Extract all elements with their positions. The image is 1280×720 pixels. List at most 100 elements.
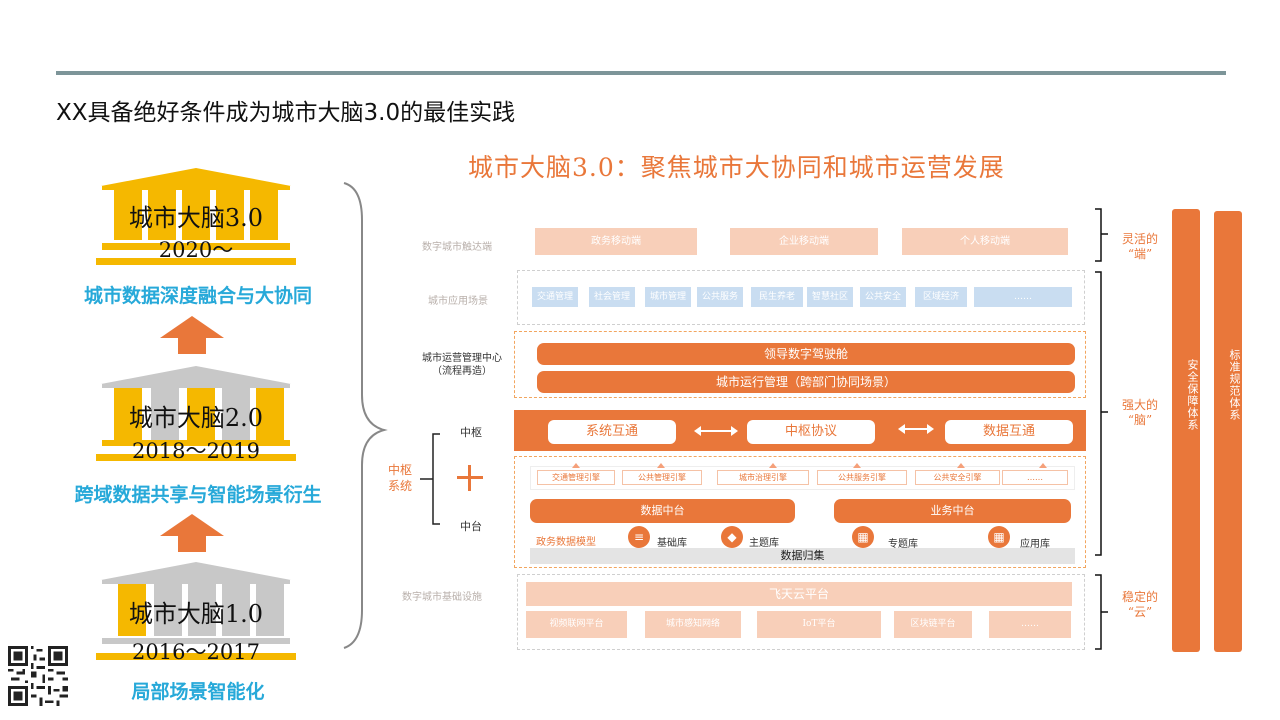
data-collect-bar: 数据归集 <box>530 548 1075 564</box>
building-years: 2020～ <box>158 238 234 262</box>
plus-icon <box>457 465 483 491</box>
scenes-frame <box>517 270 1085 325</box>
stable-cloud-label-line1: 稳定的 <box>1121 590 1158 604</box>
curly-brace-icon <box>343 182 388 649</box>
data-middle-platform: 数据中台 <box>530 499 795 523</box>
building-3-0: 城市大脑3.0 2020～ <box>96 168 296 268</box>
engine-row <box>530 466 1075 490</box>
entablature <box>102 384 290 388</box>
hub-box: 数据互通 <box>945 420 1073 444</box>
stage-label: 局部场景智能化 <box>131 681 265 703</box>
building-name: 城市大脑1.0 <box>128 600 264 628</box>
scene-box: 公共服务 <box>697 287 743 307</box>
column-icon <box>222 584 250 636</box>
column-icon <box>256 584 284 636</box>
arrow-up-icon <box>769 463 777 468</box>
strong-brain-label-line1: 强大的 <box>1121 398 1158 412</box>
arrow-up-icon <box>160 514 224 552</box>
infra-box: …… <box>989 611 1071 638</box>
hub-bottom-label: 中台 <box>460 520 482 533</box>
arrow-up-icon <box>572 463 580 468</box>
column-icon <box>118 584 146 636</box>
data-model-label: 政务数据模型 <box>536 537 596 548</box>
arrow-up-icon <box>657 463 665 468</box>
stable-cloud-label: 稳定的 “云” <box>1116 590 1164 620</box>
hub-group-label-line1: 中枢 <box>387 463 412 477</box>
column-icon <box>114 190 142 240</box>
column-icon <box>154 584 182 636</box>
column-icon <box>182 190 210 240</box>
library-label: 主题库 <box>749 538 779 549</box>
infra-frame <box>517 574 1085 650</box>
scene-box: 公共安全 <box>860 287 906 307</box>
terminal-box: 企业移动端 <box>730 228 878 255</box>
standards-pillar-label: 标准规范体系 <box>1228 349 1241 421</box>
layer-label-terminal: 数字城市触达端 <box>422 242 492 253</box>
building-name: 城市大脑2.0 <box>128 404 264 432</box>
building-years: 2016～2017 <box>132 640 260 664</box>
column-icon <box>256 388 284 440</box>
base-step <box>96 258 296 265</box>
stage-label: 跨域数据共享与智能场景衍生 <box>74 484 322 506</box>
base-step <box>96 653 296 660</box>
arrow-up-icon <box>160 316 224 354</box>
roof-icon <box>101 366 291 384</box>
scene-box: 社会管理 <box>589 287 635 307</box>
standards-pillar: 标准规范体系 <box>1214 211 1242 652</box>
infra-box: IoT平台 <box>757 611 881 638</box>
ops-center-label: 城市运营管理中心 （流程再造） <box>412 352 512 378</box>
scene-box: …… <box>974 287 1072 307</box>
hub-top-label: 中枢 <box>460 426 482 439</box>
ops-center-frame <box>514 331 1086 398</box>
library-label: 基础库 <box>657 538 687 549</box>
engine-box: 交通管理引擎 <box>537 470 615 485</box>
database-icon: ▦ <box>852 526 874 548</box>
hub-group-label: 中枢 系统 <box>384 462 416 494</box>
roof-icon <box>101 562 291 580</box>
stage-label: 城市数据深度融合与大协同 <box>83 285 312 307</box>
cockpit-bar: 领导数字驾驶舱 <box>537 343 1075 365</box>
arrow-up-icon <box>853 463 861 468</box>
ops-center-label-line1: 城市运营管理中心 <box>422 353 502 364</box>
scene-box: 智慧社区 <box>807 287 853 307</box>
diagram-title: 城市大脑3.0：聚焦城市大协同和城市运营发展 <box>468 153 1005 182</box>
database-icon: ▦ <box>988 526 1010 548</box>
business-middle-platform: 业务中台 <box>834 499 1071 523</box>
header-rule <box>56 71 1226 75</box>
security-pillar-label: 安全保障体系 <box>1186 359 1199 431</box>
scene-box: 城市管理 <box>645 287 691 307</box>
roof-icon <box>101 168 291 186</box>
base-step <box>102 638 290 644</box>
base-step <box>96 454 296 461</box>
terminal-box: 政务移动端 <box>535 228 697 255</box>
strong-brain-label-line2: “脑” <box>1127 413 1153 427</box>
database-icon: ≡ <box>628 526 650 548</box>
engine-box: …… <box>1002 470 1068 485</box>
infra-box: 视频联网平台 <box>526 611 627 638</box>
cloud-platform-bar: 飞天云平台 <box>526 582 1072 606</box>
infra-box: 城市感知网络 <box>645 611 741 638</box>
arrow-up-icon <box>1039 463 1047 468</box>
security-pillar: 安全保障体系 <box>1172 209 1200 652</box>
arrow-up-icon <box>957 463 965 468</box>
double-arrow-icon <box>898 424 934 434</box>
qr-code-icon <box>8 646 68 706</box>
flexible-end-label-line2: “端” <box>1127 247 1153 261</box>
column-icon <box>151 388 179 440</box>
entablature <box>102 580 290 584</box>
column-icon <box>187 388 215 440</box>
middle-platform-frame <box>514 456 1086 568</box>
column-icon <box>222 388 250 440</box>
layer-label-scenes: 城市应用场景 <box>428 296 488 307</box>
building-name: 城市大脑3.0 <box>128 204 264 232</box>
column-icon <box>188 584 216 636</box>
library-label: 专题库 <box>888 539 918 550</box>
flexible-end-label: 灵活的 “端” <box>1116 232 1164 262</box>
bracket-icon <box>420 433 440 525</box>
page-title: XX具备绝好条件成为城市大脑3.0的最佳实践 <box>56 100 516 126</box>
engine-box: 公共服务引擎 <box>817 470 907 485</box>
building-2-0: 城市大脑2.0 2018～2019 <box>96 366 296 466</box>
infra-box: 区块链平台 <box>894 611 972 638</box>
base-step <box>102 440 290 446</box>
strong-brain-label: 强大的 “脑” <box>1116 398 1164 428</box>
